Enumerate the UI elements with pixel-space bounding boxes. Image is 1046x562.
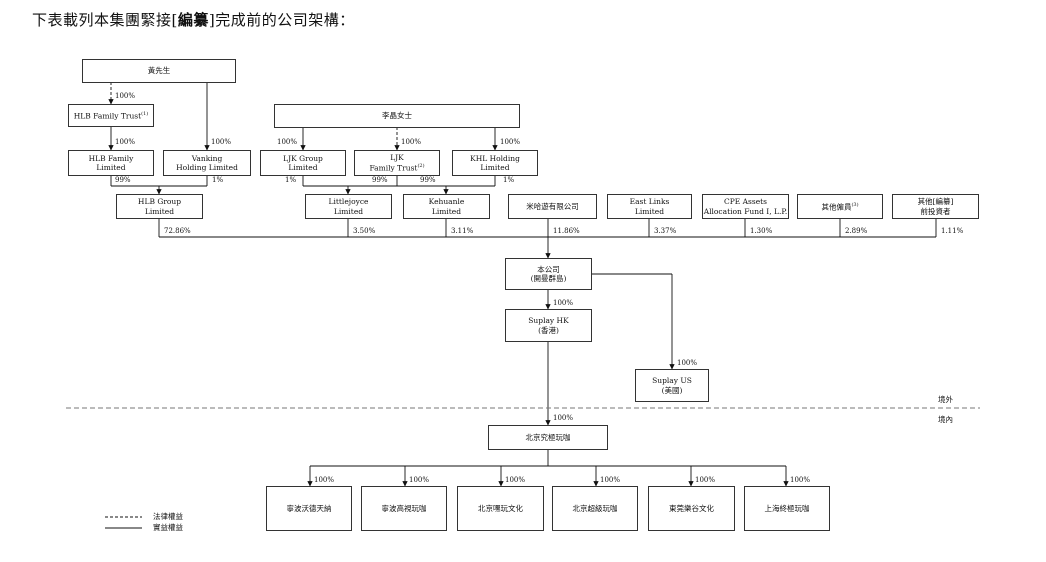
box-sub-shanghai-ultimate: 上海終極玩咖 <box>744 486 830 531</box>
pct-eastlinks-company: 3.37% <box>654 227 677 235</box>
box-sub-ningbo-wode: 寧波沃德天納 <box>266 486 352 531</box>
pct-huang-vanking: 100% <box>211 138 232 146</box>
page-heading: 下表載列本集團緊接[編纂]完成前的公司架構： <box>32 9 355 30</box>
zone-onshore-label: 境內 <box>938 415 953 424</box>
pct-ljkt-kehuanle: 99% <box>420 176 436 184</box>
box-suplay-hk: Suplay HK(香港) <box>505 309 592 342</box>
box-other-employees: 其他僱員(3) <box>797 194 883 219</box>
pct-ljkt-little: 99% <box>372 176 388 184</box>
pct-employees-company: 2.89% <box>845 227 868 235</box>
pct-bj-sub4: 100% <box>600 476 621 484</box>
pct-hk-beijing: 100% <box>553 414 574 422</box>
pct-mihayou-company: 11.86% <box>553 227 580 235</box>
heading-strong: 編纂 <box>177 11 209 29</box>
pct-little-company: 3.50% <box>353 227 376 235</box>
pct-others-company: 1.11% <box>941 227 964 235</box>
box-li: 李晶女士 <box>274 104 520 128</box>
box-huang: 黃先生 <box>82 59 236 83</box>
legend-legal-label: 法律權益 <box>153 512 183 521</box>
pct-khl-kehuanle: 1% <box>503 176 515 184</box>
box-other-investors: 其他[編纂]前投資者 <box>892 194 979 219</box>
box-beijing-ultimate: 北京究極玩咖 <box>488 425 608 450</box>
pct-trust-hlbf: 100% <box>115 138 136 146</box>
pct-cpe-company: 1.30% <box>750 227 773 235</box>
box-sub-beijing-heiwan: 北京嘿玩文化 <box>457 486 544 531</box>
pct-bj-sub5: 100% <box>695 476 716 484</box>
pct-company-hk: 100% <box>553 299 574 307</box>
box-suplay-us: Suplay US(美國) <box>635 369 709 402</box>
pct-company-us: 100% <box>677 359 698 367</box>
heading-pre: 下表載列本集團緊接[ <box>32 11 178 29</box>
pct-bj-sub1: 100% <box>314 476 335 484</box>
pct-hlbf-group: 99% <box>115 176 131 184</box>
pct-bj-sub2: 100% <box>409 476 430 484</box>
box-sub-beijing-super: 北京超級玩咖 <box>552 486 638 531</box>
pct-kehuanle-company: 3.11% <box>451 227 474 235</box>
pct-li-ljkt: 100% <box>401 138 422 146</box>
box-sub-dongguan-legu: 東莞樂谷文化 <box>648 486 735 531</box>
pct-li-ljkg: 100% <box>277 138 298 146</box>
heading-post: ]完成前的公司架構： <box>208 11 355 29</box>
pct-bj-sub6: 100% <box>790 476 811 484</box>
box-company: 本公司(開曼群島) <box>505 258 592 290</box>
pct-huang-trust: 100% <box>115 92 136 100</box>
pct-li-khl: 100% <box>500 138 521 146</box>
zone-offshore-label: 境外 <box>938 395 953 404</box>
pct-ljkg-little: 1% <box>285 176 297 184</box>
pct-bj-sub3: 100% <box>505 476 526 484</box>
box-sub-ningbo-gaoshi: 寧波高視玩咖 <box>361 486 447 531</box>
box-hlb-family-trust: HLB Family Trust(1) <box>68 104 154 127</box>
legend-beneficial-label: 實益權益 <box>153 523 183 532</box>
pct-vanking-group: 1% <box>212 176 224 184</box>
pct-hlbg-company: 72.86% <box>164 227 191 235</box>
box-mihayou: 米哈遊有限公司 <box>508 194 597 219</box>
